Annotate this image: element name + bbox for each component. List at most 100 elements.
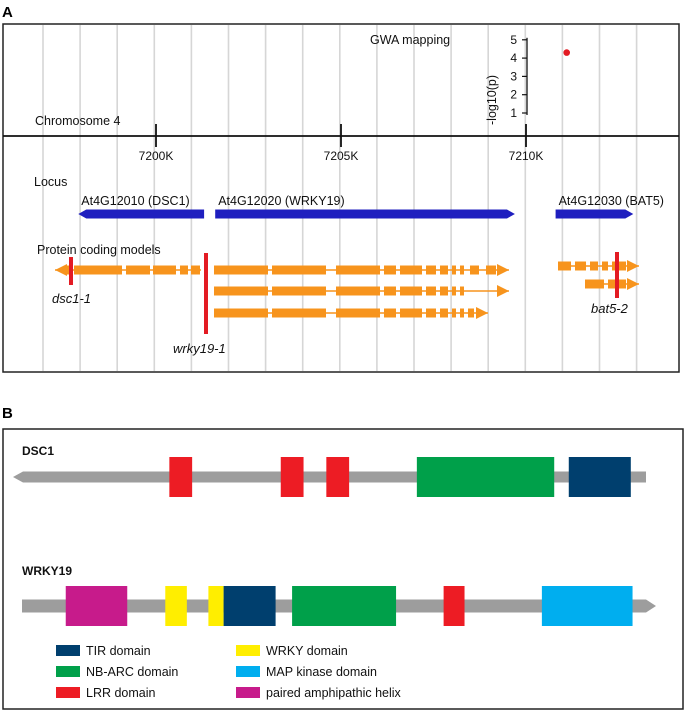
locus-gene-label: At4G12010 (DSC1) — [81, 194, 189, 208]
protein-domain-nb-arc — [416, 457, 555, 497]
axis-tick-label: 7205K — [324, 149, 359, 163]
legend-label: LRR domain — [86, 686, 156, 700]
gene-model-exon — [440, 265, 448, 275]
panel-a-letter: A — [2, 4, 13, 21]
gwa-axis-label: -log10(p) — [485, 75, 499, 125]
gwa-tick-label: 3 — [510, 69, 517, 83]
gene-model-exon — [126, 265, 150, 275]
protein-domain-lrr — [169, 457, 193, 497]
legend-label: TIR domain — [86, 644, 151, 658]
gene-model-exon — [384, 308, 396, 318]
locus-track: At4G12010 (DSC1) At4G12020 (WRKY19) At4G12… — [78, 194, 664, 219]
gene-model-exon — [214, 308, 268, 318]
legend-swatch — [56, 645, 80, 656]
gene-model-exon — [400, 308, 422, 318]
gene-model-exon — [460, 308, 464, 318]
locus-gene-label: At4G12020 (WRKY19) — [218, 194, 344, 208]
gene-model-exon — [153, 265, 176, 275]
protein-domain-diagrams — [13, 457, 656, 626]
gene-model-exon — [426, 286, 436, 296]
gene-model-exon — [585, 279, 604, 289]
gene-model-exon — [590, 261, 598, 271]
gene-model-arrowhead — [497, 264, 509, 276]
gene-model-exon — [74, 265, 122, 275]
legend-swatch — [56, 666, 80, 677]
legend-swatch — [236, 666, 260, 677]
gene-model-exon — [426, 265, 436, 275]
gene-model-exon — [180, 265, 188, 275]
legend-swatch — [236, 645, 260, 656]
gene-model-exon — [470, 265, 479, 275]
gene-model-exon — [384, 286, 396, 296]
gwa-point — [563, 49, 570, 56]
gene-model-arrowhead — [627, 260, 639, 272]
gene-model-arrowhead — [476, 307, 488, 319]
gene-model-arrowhead — [55, 264, 67, 276]
allele-wrky19-1-label: wrky19-1 — [173, 341, 226, 356]
gene-model-exon — [452, 286, 456, 296]
protein-domain-wrky — [208, 586, 224, 626]
gene-model-exon — [468, 308, 474, 318]
gene-model-exon — [558, 261, 571, 271]
chromosome-axis-ticks: 7200K 7205K 7210K — [139, 124, 544, 163]
legend-label: paired amphipathic helix — [266, 686, 402, 700]
gene-model-exon — [191, 265, 200, 275]
gene-model-exon — [384, 265, 396, 275]
gene-model-exon — [214, 265, 268, 275]
gene-model-exon — [440, 308, 448, 318]
gwa-tick-label: 5 — [510, 33, 517, 47]
locus-gene-arrow — [78, 209, 205, 219]
gene-model-exon — [426, 308, 436, 318]
gene-model-exon — [400, 265, 422, 275]
mutation-marker — [69, 257, 73, 285]
gene-model-exon — [214, 286, 268, 296]
locus-label: Locus — [34, 175, 67, 189]
gene-model-exon — [575, 261, 586, 271]
gene-model-exon — [336, 265, 380, 275]
protein-domain-lrr — [280, 457, 304, 497]
mutation-marker — [204, 253, 208, 334]
gwa-mapping-title: GWA mapping — [370, 33, 450, 47]
gene-model-exon — [272, 308, 326, 318]
gene-model-exon — [452, 265, 456, 275]
protein-domain-tir — [223, 586, 276, 626]
locus-gene-arrow — [555, 209, 634, 219]
gene-model-exon — [336, 308, 380, 318]
gene-model-exon — [452, 308, 456, 318]
gwa-y-axis: 5 4 3 2 1 — [510, 33, 570, 120]
gene-model-arrowhead — [627, 278, 639, 290]
gwa-tick-label: 4 — [510, 51, 517, 65]
gene-model-exon — [602, 261, 608, 271]
allele-dsc1-1-label: dsc1-1 — [52, 291, 91, 306]
gene-model-arrowhead — [497, 285, 509, 297]
gene-model-exon — [272, 265, 326, 275]
legend-label: NB-ARC domain — [86, 665, 178, 679]
mutation-marker — [615, 252, 619, 298]
locus-gene-label: At4G12030 (BAT5) — [559, 194, 664, 208]
panel-b-letter: B — [2, 405, 13, 422]
protein-coding-models-track — [55, 252, 639, 334]
axis-tick-label: 7200K — [139, 149, 174, 163]
dsc1-protein-name: DSC1 — [22, 444, 54, 458]
legend-swatch — [236, 687, 260, 698]
gwa-tick-label: 1 — [510, 106, 517, 120]
gene-model-exon — [440, 286, 448, 296]
protein-domain-tir — [568, 457, 631, 497]
protein-domain-nb-arc — [292, 586, 397, 626]
chromosome-label: Chromosome 4 — [35, 114, 120, 128]
gene-model-exon — [272, 286, 326, 296]
legend-label: MAP kinase domain — [266, 665, 377, 679]
gene-model-exon — [486, 265, 496, 275]
legend-label: WRKY domain — [266, 644, 348, 658]
allele-bat5-2-label: bat5-2 — [591, 301, 629, 316]
gene-model-exon — [336, 286, 380, 296]
gwa-tick-label: 2 — [510, 88, 517, 102]
gene-model-exon — [400, 286, 422, 296]
locus-gene-arrow — [215, 209, 515, 219]
axis-tick-label: 7210K — [509, 149, 544, 163]
legend-swatch — [56, 687, 80, 698]
protein-domain-lrr — [326, 457, 350, 497]
wrky19-protein-name: WRKY19 — [22, 564, 72, 578]
